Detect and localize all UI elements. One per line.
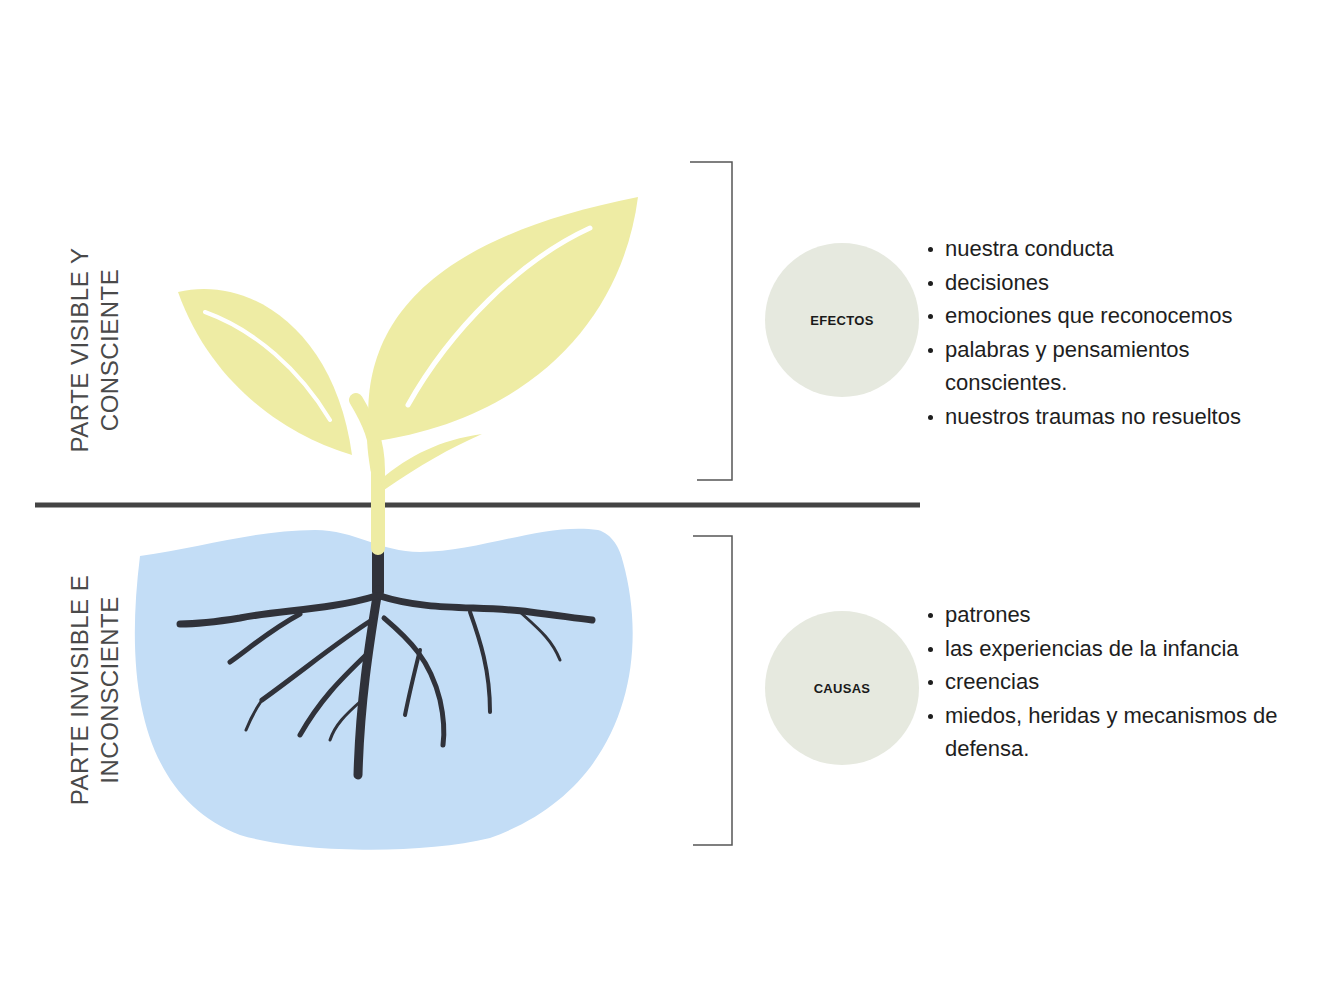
list-item: palabras y pensamientos conscientes. <box>945 333 1293 400</box>
list-text: nuestra conducta <box>945 232 1293 266</box>
bullet-dot <box>928 281 933 286</box>
bullet-dot <box>928 680 933 685</box>
list-item: nuestra conducta <box>945 232 1293 266</box>
list-text: patrones <box>945 598 1293 632</box>
list-item: miedos, heridas y mecanismos de defensa. <box>945 699 1293 766</box>
bullet-dot <box>928 714 933 719</box>
bullet-dot <box>928 415 933 420</box>
list-text: creencias <box>945 665 1293 699</box>
bullet-dot <box>928 314 933 319</box>
bullet-list: nuestra conductadecisionesemociones que … <box>945 232 1293 433</box>
list-item: patrones <box>945 598 1293 632</box>
circle-node: EFECTOS <box>765 243 919 397</box>
roots <box>180 548 592 775</box>
list-text: nuestros traumas no resueltos <box>945 400 1293 434</box>
sprout <box>178 197 638 548</box>
list-item: las experiencias de la infancia <box>945 632 1293 666</box>
list-item: decisiones <box>945 266 1293 300</box>
section-label: PARTE INVISIBLE E INCONSCIENTE <box>65 554 125 826</box>
bracket <box>690 162 732 480</box>
list-item: creencias <box>945 665 1293 699</box>
bullet-dot <box>928 613 933 618</box>
list-text: palabras y pensamientos conscientes. <box>945 333 1293 400</box>
bullet-dot <box>928 647 933 652</box>
list-text: emociones que reconocemos <box>945 299 1293 333</box>
list-text: decisiones <box>945 266 1293 300</box>
list-text: miedos, heridas y mecanismos de defensa. <box>945 699 1293 766</box>
section-label: PARTE VISIBLE Y CONSCIENTE <box>65 230 125 470</box>
bullet-dot <box>928 247 933 252</box>
list-item: nuestros traumas no resueltos <box>945 400 1293 434</box>
bullet-dot <box>928 348 933 353</box>
bracket <box>693 536 732 845</box>
soil-region <box>135 529 633 850</box>
list-text: las experiencias de la infancia <box>945 632 1293 666</box>
node-label: EFECTOS <box>810 313 873 328</box>
list-item: emociones que reconocemos <box>945 299 1293 333</box>
bullet-list: patroneslas experiencias de la infanciac… <box>945 598 1293 766</box>
node-label: CAUSAS <box>814 681 871 696</box>
ground-line <box>35 503 920 508</box>
circle-node: CAUSAS <box>765 611 919 765</box>
